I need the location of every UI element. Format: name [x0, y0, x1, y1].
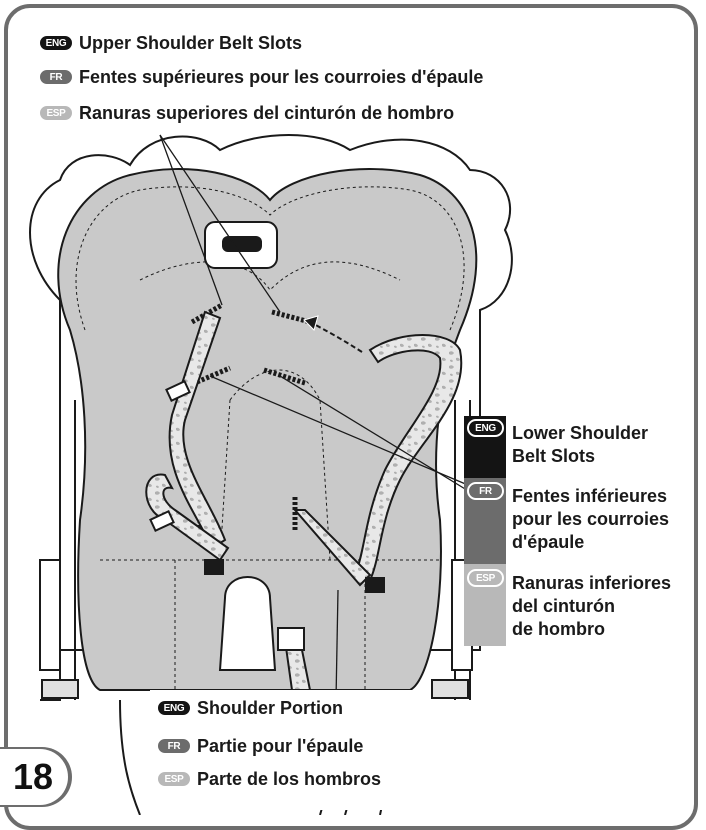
page-number-tab: 18: [0, 747, 72, 807]
lower-fr-text: Fentes inférieures pour les courroies d'…: [512, 485, 669, 554]
eng-language-badge: ENG: [467, 419, 504, 437]
eng-language-badge: ENG: [156, 699, 192, 717]
esp-language-badge: ESP: [467, 569, 504, 587]
esp-language-badge: ESP: [38, 104, 74, 122]
page-number: 18: [0, 749, 68, 805]
esp-language-badge: ESP: [156, 770, 192, 788]
shoulder-esp-text: Parte de los hombros: [197, 769, 381, 790]
shoulder-fr-label: FR Partie pour l'épaule: [156, 735, 363, 757]
fr-language-badge: FR: [467, 482, 504, 500]
upper-esp-text: Ranuras superiores del cinturón de hombr…: [79, 103, 454, 124]
lower-eng-text: Lower Shoulder Belt Slots: [512, 422, 648, 468]
shoulder-eng-label: ENG Shoulder Portion: [156, 697, 343, 719]
fr-language-badge: FR: [156, 737, 192, 755]
upper-fr-label: FR Fentes supérieures pour les courroies…: [38, 66, 483, 88]
fr-language-badge: FR: [38, 68, 74, 86]
upper-esp-label: ESP Ranuras superiores del cinturón de h…: [38, 102, 454, 124]
shoulder-fr-text: Partie pour l'épaule: [197, 736, 363, 757]
lower-esp-text: Ranuras inferiores del cinturón de hombr…: [512, 572, 671, 641]
shoulder-eng-text: Shoulder Portion: [197, 698, 343, 719]
upper-eng-text: Upper Shoulder Belt Slots: [79, 33, 302, 54]
eng-language-badge: ENG: [38, 34, 74, 52]
upper-eng-label: ENG Upper Shoulder Belt Slots: [38, 32, 302, 54]
upper-fr-text: Fentes supérieures pour les courroies d'…: [79, 67, 483, 88]
shoulder-esp-label: ESP Parte de los hombros: [156, 768, 381, 790]
